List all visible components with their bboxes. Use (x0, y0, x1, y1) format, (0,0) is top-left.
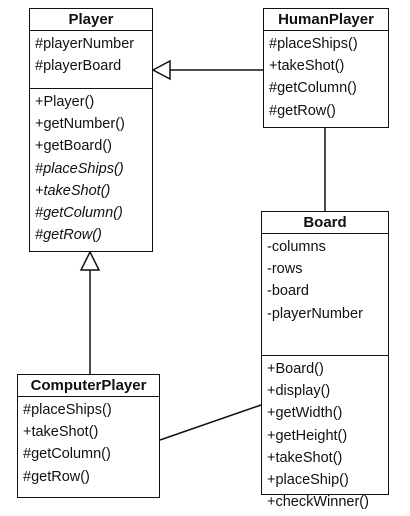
operation: +takeShot() (267, 449, 343, 466)
class-computerplayer: ComputerPlayer #placeShips() +takeShot()… (17, 374, 160, 498)
operation: #getRow() (269, 102, 336, 119)
generalization-arrowhead-human (151, 59, 171, 81)
attribute: #playerBoard (35, 58, 122, 75)
abstract-operation: #getRow() (35, 227, 102, 244)
attribute: -board (267, 283, 309, 300)
class-board-name: Board (262, 212, 388, 234)
class-humanplayer: HumanPlayer #placeShips() +takeShot() #g… (263, 8, 389, 128)
relationship-lines (79, 59, 326, 441)
operation: +display() (267, 383, 331, 400)
attribute: -columns (267, 239, 326, 255)
operation: #getColumn() (23, 446, 111, 463)
edge-computer-board-association (159, 404, 262, 441)
class-computerplayer-operations: #placeShips() +takeShot() #getColumn() #… (18, 397, 159, 491)
class-player-operations: +Player() +getNumber() +getBoard() #plac… (30, 88, 152, 249)
operation: +takeShot() (23, 424, 99, 441)
operation: +getWidth() (267, 405, 343, 422)
operation: +Board() (267, 361, 324, 377)
class-player-attributes: #playerNumber #playerBoard (30, 31, 152, 88)
class-computerplayer-name: ComputerPlayer (18, 375, 159, 397)
attribute: -rows (267, 261, 303, 278)
operation: #getRow() (23, 468, 90, 485)
abstract-operation: +takeShot() (35, 182, 111, 199)
class-board: Board -columns -rows -board -playerNumbe… (261, 211, 389, 510)
operation: +checkWinner() (267, 494, 369, 511)
class-humanplayer-operations: #placeShips() +takeShot() #getColumn() #… (264, 31, 388, 125)
abstract-operation: #getColumn() (35, 205, 123, 222)
class-player: Player #playerNumber #playerBoard +Playe… (29, 8, 153, 252)
attribute: -playerNumber (267, 305, 363, 322)
operation: #getColumn() (269, 80, 357, 97)
operation: +getBoard() (35, 138, 112, 155)
operation: +getNumber() (35, 116, 125, 133)
class-board-attributes: -columns -rows -board -playerNumber (262, 234, 388, 355)
operation: #placeShips() (23, 402, 112, 418)
abstract-operation: #placeShips() (35, 160, 124, 177)
class-board-operations: +Board() +display() +getWidth() +getHeig… (262, 355, 388, 516)
operation: +Player() (35, 94, 95, 110)
operation: #placeShips() (269, 36, 358, 52)
operation: +getHeight() (267, 427, 348, 444)
operation: +placeShip() (267, 472, 349, 489)
class-player-name: Player (30, 9, 152, 31)
attribute: #playerNumber (35, 36, 135, 52)
class-humanplayer-name: HumanPlayer (264, 9, 388, 31)
operation: +takeShot() (269, 58, 345, 75)
generalization-arrowhead-computer (79, 250, 101, 271)
